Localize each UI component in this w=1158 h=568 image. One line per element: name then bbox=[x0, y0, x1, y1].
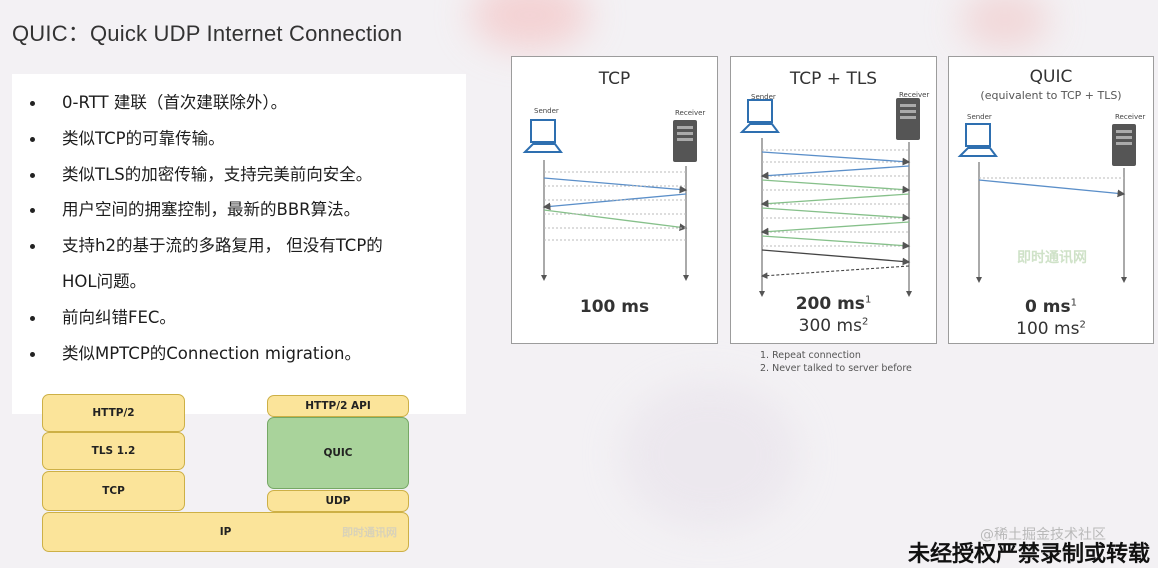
stack-tcp: TCP bbox=[42, 471, 185, 511]
panel-title: TCP + TLS bbox=[789, 69, 878, 89]
feature-item: 0-RTT 建联（首次建联除外）。 bbox=[30, 88, 466, 118]
server-icon bbox=[673, 120, 697, 162]
stack-http2: HTTP/2 bbox=[42, 394, 185, 432]
stack-tls12: TLS 1.2 bbox=[42, 432, 185, 470]
stack-quic: QUIC bbox=[267, 417, 409, 489]
copyright-notice: 未经授权严禁录制或转载 bbox=[907, 542, 1150, 567]
panel-subtitle: (equivalent to TCP + TLS) bbox=[980, 89, 1122, 102]
sender-label: Sender bbox=[751, 93, 776, 101]
laptop-icon bbox=[739, 99, 780, 133]
bullet-icon bbox=[30, 244, 35, 250]
footnote: 2. Never talked to server before bbox=[760, 363, 912, 374]
server-icon bbox=[896, 98, 920, 140]
bullet-icon bbox=[30, 351, 35, 357]
laptop-icon bbox=[522, 119, 563, 153]
feature-item: 类似MPTCP的Connection migration。 bbox=[30, 339, 466, 369]
credit-watermark: @稀土掘金技术社区 bbox=[980, 527, 1106, 543]
feature-item: 前向纠错FEC。 bbox=[30, 303, 466, 333]
timing-first: 100 ms2 bbox=[1016, 319, 1086, 339]
timing-first: 300 ms2 bbox=[798, 316, 869, 336]
stack-udp: UDP bbox=[267, 490, 409, 512]
panel-title: TCP bbox=[598, 69, 631, 89]
feature-item: 用户空间的拥塞控制，最新的BBR算法。 bbox=[30, 195, 466, 225]
laptop-icon bbox=[957, 123, 998, 157]
feature-item: 支持h2的基于流的多路复用， 但没有TCP的 bbox=[30, 231, 466, 261]
bullet-icon bbox=[30, 101, 35, 106]
feature-list-card: 0-RTT 建联（首次建联除外）。 类似TCP的可靠传输。 类似TLS的加密传输… bbox=[12, 74, 466, 414]
receiver-label: Receiver bbox=[899, 91, 930, 99]
panel-quic: QUIC (equivalent to TCP + TLS) Sender Re… bbox=[948, 56, 1154, 344]
feature-item: 类似TCP的可靠传输。 bbox=[30, 124, 466, 154]
background-decoration bbox=[620, 380, 800, 530]
bullet-icon bbox=[30, 172, 35, 178]
timing-label: 100 ms bbox=[579, 297, 650, 317]
bullet-icon bbox=[30, 136, 35, 142]
bullet-icon bbox=[30, 208, 35, 214]
receiver-label: Receiver bbox=[1115, 113, 1146, 121]
feature-item: 类似TLS的加密传输，支持完美前向安全。 bbox=[30, 160, 466, 190]
slide-title: QUIC：Quick UDP Internet Connection bbox=[12, 21, 403, 46]
stack-http2-api: HTTP/2 API bbox=[267, 395, 409, 417]
background-decoration bbox=[960, 0, 1050, 50]
feature-list: 0-RTT 建联（首次建联除外）。 类似TCP的可靠传输。 类似TLS的加密传输… bbox=[12, 74, 466, 369]
footnote: 1. Repeat connection bbox=[760, 350, 861, 361]
panel-title: QUIC bbox=[1029, 67, 1073, 87]
stack-ip: IP bbox=[42, 512, 409, 552]
receiver-label: Receiver bbox=[675, 109, 706, 117]
stack-watermark: 即时通讯网 bbox=[342, 526, 397, 539]
sender-label: Sender bbox=[534, 107, 559, 115]
timing-repeat: 200 ms1 bbox=[795, 294, 872, 314]
bullet-icon bbox=[30, 315, 35, 321]
server-icon bbox=[1112, 124, 1136, 166]
sender-label: Sender bbox=[967, 113, 992, 121]
feature-item-continuation: HOL问题。 bbox=[62, 271, 147, 291]
timing-repeat: 0 ms1 bbox=[1025, 297, 1077, 317]
panel-watermark: 即时通讯网 bbox=[1017, 250, 1087, 266]
